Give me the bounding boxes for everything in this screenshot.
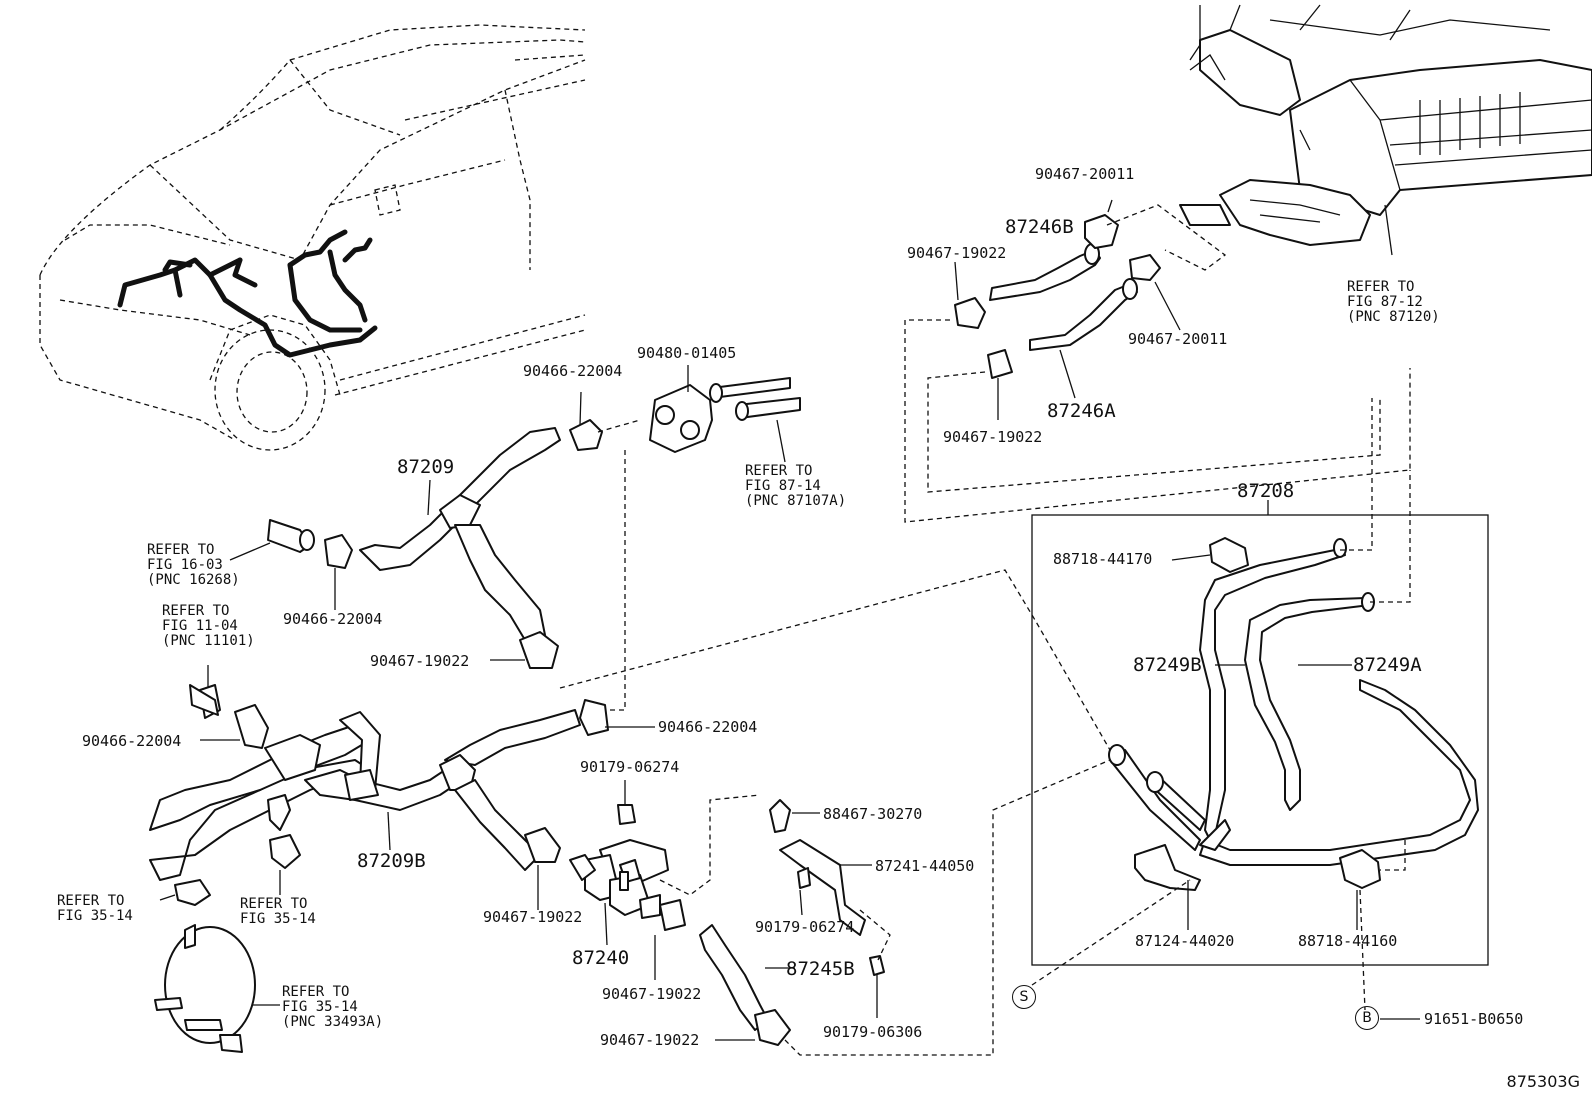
label-87208: 87208 (1237, 480, 1295, 502)
label-90466-22004-c: 90466-22004 (658, 718, 758, 736)
label-90467-20011-b: 90467-20011 (1128, 330, 1228, 348)
label-90179-06274-a: 90179-06274 (580, 758, 680, 776)
label-90467-20011-top: 90467-20011 (1035, 165, 1135, 183)
ref-fig-35-14-c: REFER TO FIG 35-14 (PNC 33493A) (282, 984, 384, 1030)
label-91651-B0650: 91651-B0650 (1424, 1010, 1524, 1028)
ref-fig-87-14: REFER TO FIG 87-14 (PNC 87107A) (745, 463, 847, 509)
label-90466-22004-b: 90466-22004 (283, 610, 383, 628)
label-87245B: 87245B (786, 958, 855, 980)
hoses-87246 (904, 199, 1411, 523)
label-87249B: 87249B (1133, 654, 1202, 676)
label-88467-30270: 88467-30270 (823, 805, 923, 823)
label-88718-44160: 88718-44160 (1298, 932, 1398, 950)
label-90480-01405: 90480-01405 (637, 344, 737, 362)
ref-fig-11-04: REFER TO FIG 11-04 (PNC 11101) (162, 603, 255, 649)
water-valve (524, 780, 761, 946)
label-90179-06274-b: 90179-06274 (755, 918, 855, 936)
label-90467-19022-c: 90467-19022 (370, 652, 470, 670)
hose-87209B (149, 665, 655, 906)
label-87240: 87240 (572, 947, 630, 969)
grommet-and-pipes (569, 365, 801, 711)
label-90467-19022-d: 90467-19022 (483, 908, 583, 926)
mark-s-circle: S (1012, 985, 1036, 1009)
label-87249A: 87249A (1353, 654, 1422, 676)
ref-fig-35-14-b: REFER TO FIG 35-14 (240, 896, 316, 927)
diagram-id: 875303G (1506, 1072, 1580, 1091)
assembly-87208 (1031, 398, 1489, 1011)
vehicle-outline (39, 24, 586, 451)
label-87124-44020: 87124-44020 (1135, 932, 1235, 950)
label-90466-22004-a: 90466-22004 (523, 362, 623, 380)
ref-fig-35-14-a: REFER TO FIG 35-14 (57, 893, 133, 924)
label-88718-44170: 88718-44170 (1053, 550, 1153, 568)
label-90467-19022-a: 90467-19022 (907, 244, 1007, 262)
label-90467-19022-b: 90467-19022 (943, 428, 1043, 446)
hose-87245B (654, 759, 1111, 1056)
mark-b-circle: B (1355, 1006, 1379, 1030)
ref-fig-87-12: REFER TO FIG 87-12 (PNC 87120) (1347, 279, 1440, 325)
label-90466-22004-d: 90466-22004 (82, 732, 182, 750)
label-87241-44050: 87241-44050 (875, 857, 975, 875)
label-87246A: 87246A (1047, 400, 1116, 422)
label-90179-06306: 90179-06306 (823, 1023, 923, 1041)
ref-fig-16-03: REFER TO FIG 16-03 (PNC 16268) (147, 542, 240, 588)
label-87209: 87209 (397, 456, 455, 478)
bracket-87241 (769, 799, 891, 1018)
label-87246B: 87246B (1005, 216, 1074, 238)
hose-87209 (229, 427, 1111, 751)
reservoir (154, 924, 280, 1053)
label-90467-19022-f: 90467-19022 (600, 1031, 700, 1049)
label-90467-19022-e: 90467-19022 (602, 985, 702, 1003)
label-87209B: 87209B (357, 850, 426, 872)
heater-unit (1179, 4, 1592, 256)
